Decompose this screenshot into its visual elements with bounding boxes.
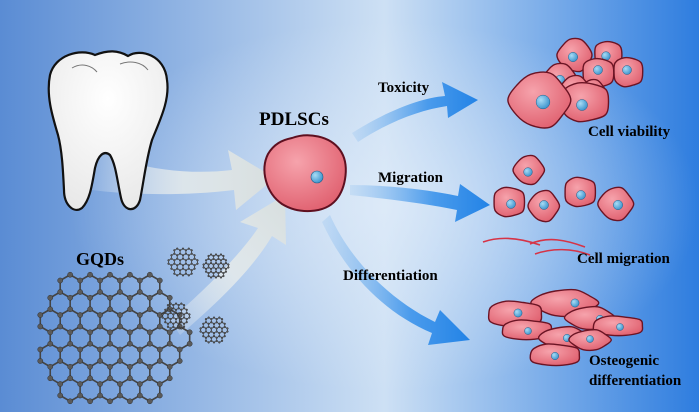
cell xyxy=(568,328,613,352)
tooth-icon xyxy=(47,50,169,211)
outcome-label-differentiation: differentiation xyxy=(589,373,682,389)
path-label-migration: Migration xyxy=(378,170,444,186)
outcome-label-cell-viability: Cell viability xyxy=(588,124,671,140)
cell xyxy=(529,343,581,367)
osteogenic-cell-group xyxy=(487,288,644,367)
differentiation-arrow xyxy=(322,215,470,345)
cell xyxy=(597,186,635,222)
migration-trail xyxy=(482,237,541,246)
graphene-lattice-icon xyxy=(37,271,193,405)
stem-cell-icon xyxy=(263,134,347,212)
graphene-dot-icon xyxy=(167,247,199,277)
cell xyxy=(613,56,644,88)
outcome-label-cell-migration: Cell migration xyxy=(577,251,671,267)
gqd-dots xyxy=(161,247,230,344)
path-label-differentiation: Differentiation xyxy=(343,268,438,284)
source-label: GQDs xyxy=(76,249,124,269)
migration-cell-group xyxy=(482,154,635,256)
toxicity-arrow xyxy=(352,82,478,142)
path-label-toxicity: Toxicity xyxy=(378,80,430,96)
cell xyxy=(564,176,597,208)
graphene-dot-icon xyxy=(199,316,229,344)
graphene-dot-icon xyxy=(161,302,191,330)
cell xyxy=(507,71,572,129)
cell xyxy=(512,154,546,186)
cell xyxy=(527,189,561,223)
migration-arrow xyxy=(350,184,490,222)
center-label: PDLSCs xyxy=(259,109,329,130)
viability-cell-cluster xyxy=(507,37,644,129)
graphene-dot-icon xyxy=(202,253,230,279)
cell xyxy=(592,315,644,337)
cell xyxy=(493,186,526,218)
outcome-label-osteogenic: Osteogenic xyxy=(589,353,659,369)
